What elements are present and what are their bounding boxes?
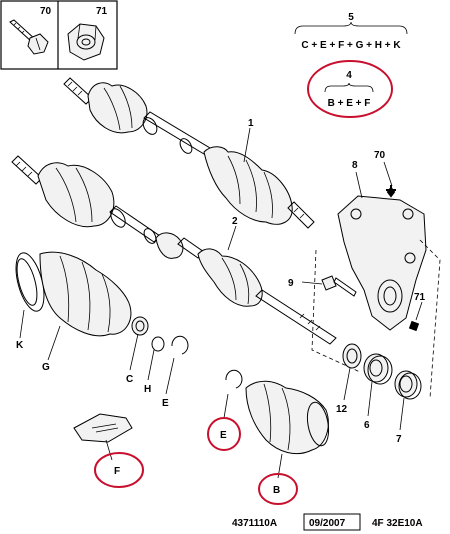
label-B-highlight [258, 473, 298, 505]
footer-ref: 4371110A [232, 518, 277, 529]
inset-label-70: 70 [40, 6, 52, 17]
screw-70 [383, 161, 396, 198]
ring-7 [394, 370, 422, 431]
footer-date: 09/2007 [309, 518, 346, 529]
circlip-E2 [207, 369, 243, 451]
inset-label-71: 71 [96, 6, 108, 17]
part-F [73, 413, 144, 488]
label-part-9: 9 [288, 278, 294, 289]
driveshaft-2 [11, 155, 337, 345]
kit-4-number: 4 [346, 70, 352, 81]
clip-C [129, 316, 149, 371]
kit-4-reference: 4 B + E + F [307, 60, 393, 118]
label-part-70: 70 [374, 150, 386, 161]
dashed-frame [311, 239, 441, 399]
seal-12 [342, 343, 362, 401]
footer: 4371110A 09/2007 4F 32E10A [232, 513, 423, 531]
label-part-8: 8 [352, 160, 358, 171]
label-part-6: 6 [364, 420, 370, 431]
nut-icon [67, 23, 105, 61]
kit-5-number: 5 [348, 12, 354, 23]
label-part-1: 1 [248, 118, 254, 129]
boot-kit [15, 251, 132, 361]
label-part-2: 2 [232, 216, 238, 227]
kit-4-formula: B + E + F [328, 98, 371, 109]
label-F: F [114, 466, 120, 477]
label-E2: E [220, 430, 227, 441]
label-G: G [42, 362, 50, 373]
label-C: C [126, 374, 133, 385]
label-B: B [273, 485, 280, 496]
label-part-12: 12 [336, 404, 348, 415]
label-K: K [16, 340, 24, 351]
footer-code: 4F 32E10A [372, 518, 423, 529]
driveshaft-1 [63, 77, 315, 229]
kit-4-highlight [307, 60, 393, 118]
kit-5-formula: C + E + F + G + H + K [301, 40, 401, 51]
kit-5-reference: 5 C + E + F + G + H + K [294, 12, 408, 51]
boot-B [245, 380, 330, 505]
label-part-7: 7 [396, 434, 402, 445]
bolt-icon [9, 19, 49, 55]
bearing-6 [363, 353, 393, 417]
inset-panel: 70 71 [0, 0, 118, 70]
label-H: H [144, 384, 151, 395]
label-E2-highlight [207, 417, 241, 451]
circlip-E [165, 335, 189, 395]
ring-H [147, 336, 165, 381]
bearing-bracket-8 [337, 171, 427, 331]
label-part-71: 71 [414, 292, 426, 303]
label-E: E [162, 398, 169, 409]
bolt-9 [301, 275, 357, 297]
nut-71 [408, 301, 423, 332]
label-F-highlight [94, 452, 144, 488]
